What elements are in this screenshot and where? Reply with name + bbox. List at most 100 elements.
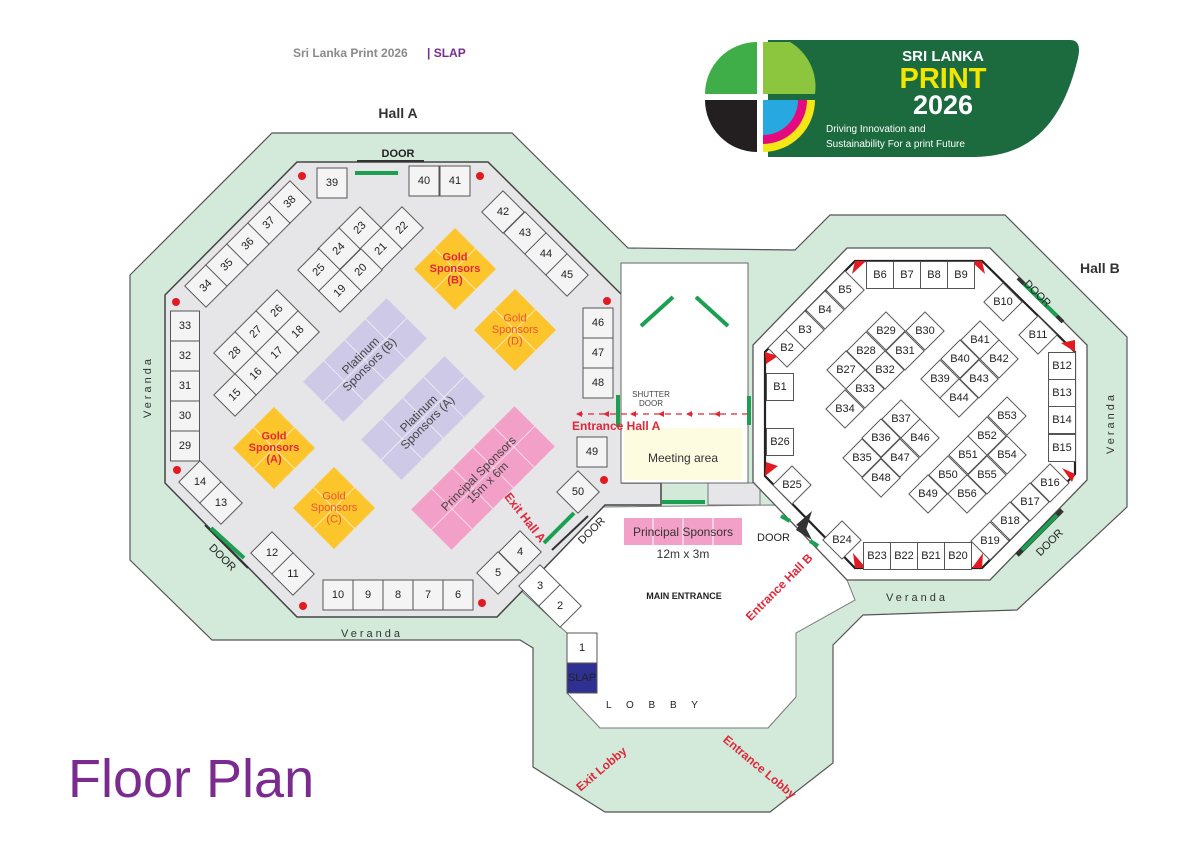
sponsor-label: (B) xyxy=(447,275,463,287)
booth-B42[interactable]: B42 xyxy=(979,339,1019,379)
booth-B9[interactable]: B9 xyxy=(947,261,975,289)
booth-number: B25 xyxy=(782,479,802,491)
booth-number: B4 xyxy=(818,304,831,316)
booth-B43[interactable]: B43 xyxy=(959,359,999,399)
booth-B8[interactable]: B8 xyxy=(920,261,948,289)
booth-B6[interactable]: B6 xyxy=(866,261,894,289)
principal-sponsors-booth-small[interactable]: Principal Sponsors xyxy=(624,518,742,545)
hall-b-entrance-door[interactable] xyxy=(780,514,791,523)
booth-47[interactable]: 47 xyxy=(582,337,614,369)
booth-B19[interactable]: B19 xyxy=(970,521,1010,561)
booth-SLAP[interactable]: SLAP xyxy=(566,662,598,694)
booth-48[interactable]: 48 xyxy=(582,367,614,399)
booth-B34[interactable]: B34 xyxy=(825,389,865,429)
booth-B20[interactable]: B20 xyxy=(944,542,972,570)
booth-B36[interactable]: B36 xyxy=(861,418,901,458)
booth-B56[interactable]: B56 xyxy=(947,474,987,514)
booth-B17[interactable]: B17 xyxy=(1010,482,1050,522)
booth-50[interactable]: 50 xyxy=(556,470,600,514)
booth-B5[interactable]: B5 xyxy=(825,270,865,310)
booth-B24[interactable]: B24 xyxy=(822,520,862,560)
hall-b-entrance-door[interactable] xyxy=(808,539,820,548)
booth-39[interactable]: 39 xyxy=(316,167,348,199)
booth-45[interactable]: 45 xyxy=(545,253,589,297)
booth-number: 14 xyxy=(194,476,206,488)
booth-B55[interactable]: B55 xyxy=(967,455,1007,495)
booth-B18[interactable]: B18 xyxy=(990,501,1030,541)
booth-37[interactable]: 37 xyxy=(247,201,291,245)
booth-B52[interactable]: B52 xyxy=(967,416,1007,456)
hall-a-exit-door[interactable] xyxy=(542,511,576,545)
booth-40[interactable]: 40 xyxy=(408,165,440,197)
booth-B3[interactable]: B3 xyxy=(785,310,825,350)
booth-B33[interactable]: B33 xyxy=(845,369,885,409)
booth-33[interactable]: 33 xyxy=(170,310,200,342)
booth-B54[interactable]: B54 xyxy=(987,435,1027,475)
sponsor-label: (A) xyxy=(266,454,282,466)
booth-8[interactable]: 8 xyxy=(382,579,414,611)
booth-32[interactable]: 32 xyxy=(170,340,200,372)
booth-B35[interactable]: B35 xyxy=(842,438,882,478)
booth-B32[interactable]: B32 xyxy=(865,350,905,390)
booth-B31[interactable]: B31 xyxy=(885,331,925,371)
booth-B14[interactable]: B14 xyxy=(1048,406,1076,434)
logo-tagline1: Driving Innovation and xyxy=(826,124,926,135)
booth-19[interactable]: 19 xyxy=(318,269,362,313)
hall-b-door-top-right[interactable] xyxy=(1022,282,1059,318)
booth-B4[interactable]: B4 xyxy=(805,290,845,330)
sponsor-label: Sponsors xyxy=(311,502,358,514)
booth-number: B34 xyxy=(835,403,855,415)
booth-38[interactable]: 38 xyxy=(268,180,312,224)
booth-5[interactable]: 5 xyxy=(476,551,520,595)
booth-B23[interactable]: B23 xyxy=(863,542,891,570)
booth-B30[interactable]: B30 xyxy=(905,311,945,351)
booth-46[interactable]: 46 xyxy=(582,307,614,339)
booth-B13[interactable]: B13 xyxy=(1048,379,1076,407)
booth-B10[interactable]: B10 xyxy=(983,282,1023,322)
booth-11[interactable]: 11 xyxy=(271,552,315,596)
booth-30[interactable]: 30 xyxy=(170,400,200,432)
hall-a-door-frame xyxy=(551,515,589,551)
booth-B48[interactable]: B48 xyxy=(861,458,901,498)
booth-2[interactable]: 2 xyxy=(538,584,582,628)
booth-B53[interactable]: B53 xyxy=(987,396,1027,436)
booth-B11[interactable]: B11 xyxy=(1018,315,1058,355)
booth-B22[interactable]: B22 xyxy=(890,542,918,570)
booth-B21[interactable]: B21 xyxy=(917,542,945,570)
booth-B29[interactable]: B29 xyxy=(866,311,906,351)
booth-B49[interactable]: B49 xyxy=(908,474,948,514)
booth-B1[interactable]: B1 xyxy=(766,373,794,401)
hall-b-door-bottom-right[interactable] xyxy=(1020,513,1059,552)
arrow-icons xyxy=(576,411,720,417)
booth-49[interactable]: 49 xyxy=(576,436,608,468)
booth-B15[interactable]: B15 xyxy=(1048,434,1076,462)
booth-B12[interactable]: B12 xyxy=(1048,352,1076,380)
booth-B25[interactable]: B25 xyxy=(772,465,812,505)
booth-number: B56 xyxy=(957,488,977,500)
hall-a-door-left[interactable] xyxy=(209,526,246,560)
booth-41[interactable]: 41 xyxy=(439,165,471,197)
booth-6[interactable]: 6 xyxy=(442,579,474,611)
booth-31[interactable]: 31 xyxy=(170,370,200,402)
booth-9[interactable]: 9 xyxy=(352,579,384,611)
booth-13[interactable]: 13 xyxy=(199,481,243,525)
hall-b-title: Hall B xyxy=(1080,260,1120,276)
booth-1[interactable]: 1 xyxy=(566,632,598,664)
sponsor-label: Gold xyxy=(261,430,286,442)
booth-number: 6 xyxy=(455,589,461,601)
booth-15[interactable]: 15 xyxy=(213,373,257,417)
booth-number: 44 xyxy=(540,248,552,260)
booth-29[interactable]: 29 xyxy=(170,430,200,462)
booth-B46[interactable]: B46 xyxy=(900,418,940,458)
booth-B44[interactable]: B44 xyxy=(939,378,979,418)
entrance-hall-a-label: Entrance Hall A xyxy=(572,419,661,433)
booth-10[interactable]: 10 xyxy=(322,579,354,611)
booth-B16[interactable]: B16 xyxy=(1030,463,1070,503)
booth-B26[interactable]: B26 xyxy=(766,428,794,456)
booth-7[interactable]: 7 xyxy=(412,579,444,611)
booth-B7[interactable]: B7 xyxy=(893,261,921,289)
booth-B40[interactable]: B40 xyxy=(940,339,980,379)
booth-B47[interactable]: B47 xyxy=(880,438,920,478)
